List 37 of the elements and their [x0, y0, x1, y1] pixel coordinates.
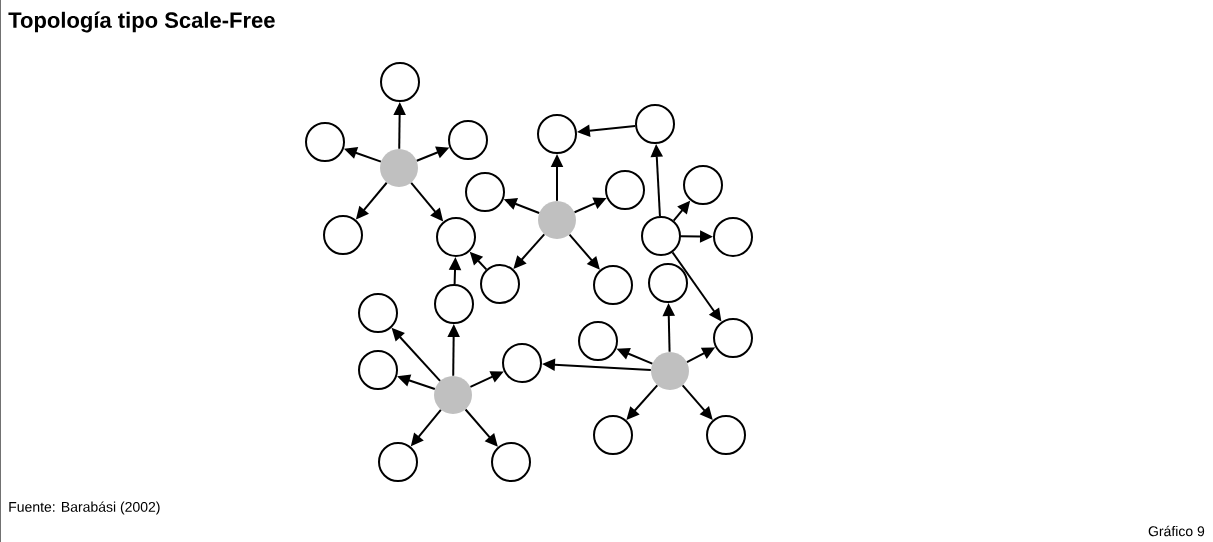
- note: Gráfico 9: [1148, 525, 1205, 537]
- node-circle: [593, 265, 633, 305]
- node-circle: [713, 318, 753, 358]
- arrow: [681, 384, 713, 420]
- node-circle: [706, 415, 746, 455]
- node-circle: [465, 172, 505, 212]
- node-circle: [305, 122, 345, 162]
- node-circle: [380, 62, 420, 102]
- node-circle: [448, 120, 488, 160]
- hub-circle: [538, 201, 576, 239]
- node-circle: [358, 350, 398, 390]
- node-circle: [641, 216, 681, 256]
- arrow: [513, 233, 546, 269]
- arrow: [626, 384, 659, 420]
- node-circle: [635, 104, 675, 144]
- node-circle: [323, 215, 363, 255]
- node-circle: [593, 415, 633, 455]
- arrow: [464, 408, 498, 447]
- node-circle: [436, 217, 476, 257]
- node-circle: [537, 114, 577, 154]
- node-circle: [378, 442, 418, 482]
- node-circle: [434, 284, 474, 324]
- node-circle: [502, 343, 542, 383]
- note: Fuente: Barabási (2002): [9, 501, 160, 515]
- node-circle: [605, 170, 645, 210]
- hub-circle: [380, 149, 418, 187]
- node-circle: [358, 293, 398, 333]
- node-circle: [713, 217, 753, 257]
- node-circle: [480, 264, 520, 304]
- title: Topología tipo Scale-Free: [8, 11, 275, 33]
- node-circle: [578, 321, 618, 361]
- node-circle: [648, 263, 688, 303]
- node-circle: [683, 165, 723, 205]
- hub-circle: [434, 376, 472, 414]
- arrow: [568, 233, 600, 270]
- node-circle: [491, 442, 531, 482]
- hub-circle: [651, 352, 689, 390]
